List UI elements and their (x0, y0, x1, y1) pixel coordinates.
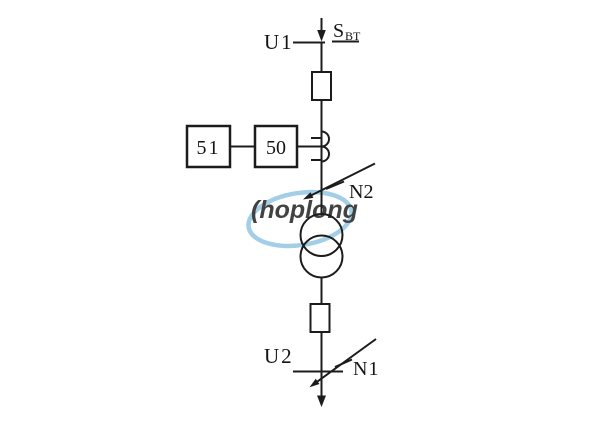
relay-51-label: 51 (197, 137, 221, 159)
circuit-graphics (185, 18, 377, 407)
load-arrow-icon (317, 395, 326, 407)
watermark-text: (hoplong (251, 196, 358, 224)
source-arrow-icon (317, 30, 326, 42)
breaker-lower (309, 303, 331, 333)
transformer-icon (299, 213, 344, 279)
breaker-upper (311, 71, 332, 101)
current-transformer-icon (311, 130, 330, 163)
relay-50-label: 50 (266, 137, 286, 159)
fault-n2-arrow (303, 162, 376, 200)
fault-n1-arrow (309, 338, 377, 388)
fault-n1-label: N1 (353, 358, 379, 380)
source-label-subscript: BT (345, 29, 361, 43)
bus-u1-label: U1 (264, 30, 294, 54)
bus-u2-label: U2 (264, 344, 294, 368)
fault-n2-label: N2 (349, 181, 373, 203)
source-label: S (333, 20, 344, 42)
